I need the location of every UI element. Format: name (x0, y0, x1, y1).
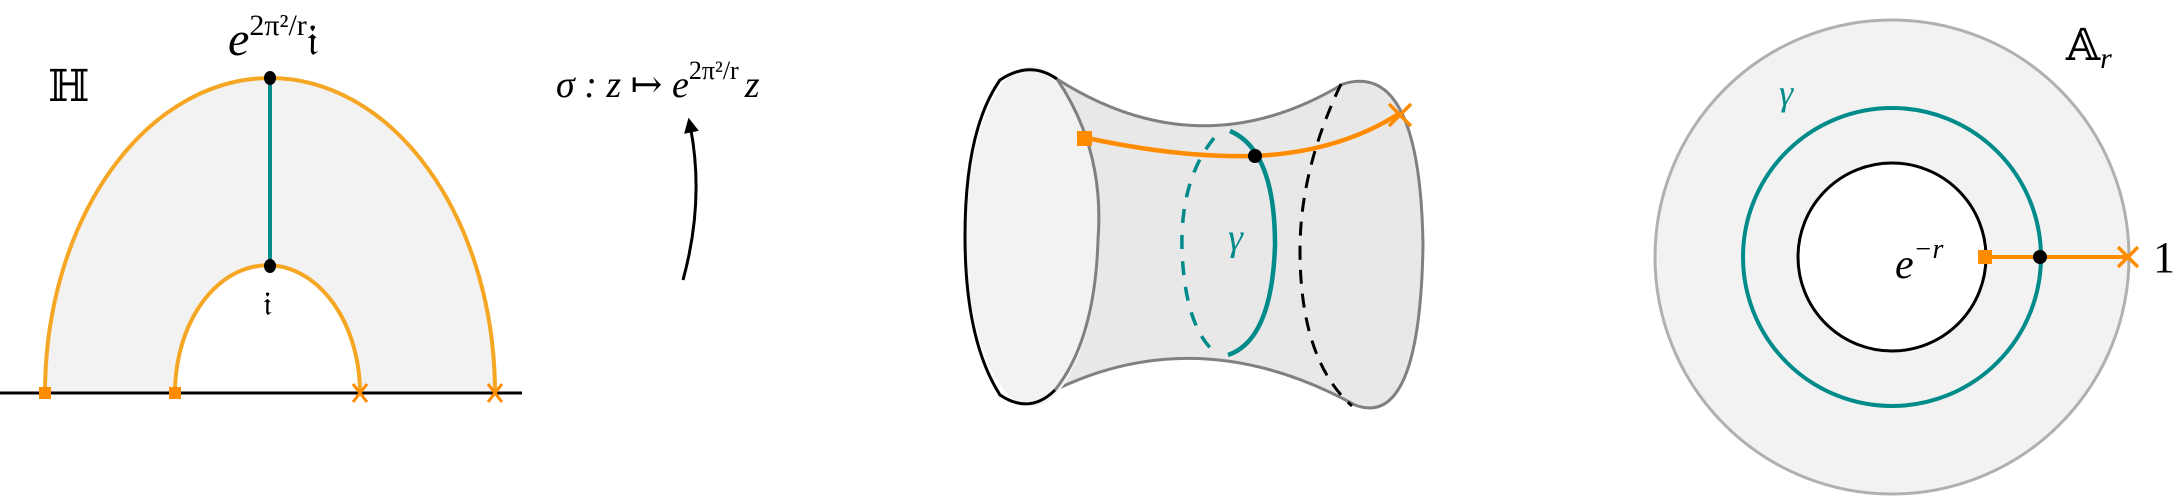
inner-circle (1796, 161, 1988, 353)
square-marker (1978, 250, 1992, 264)
left-end-outline (963, 68, 1058, 406)
left-end-front-edge (1053, 78, 1101, 391)
square-marker (1077, 131, 1092, 146)
annulus-label: 𝔸r (2065, 20, 2112, 75)
gamma-back-dashed (1180, 136, 1220, 357)
square-marker (169, 387, 181, 399)
cross-marker (351, 383, 369, 403)
gamma-label: γ (1779, 73, 1794, 113)
bottom-point (264, 259, 276, 273)
outer-radius-label: 1 (2153, 233, 2175, 282)
square-marker (39, 387, 51, 399)
cross-marker (1387, 102, 1413, 128)
top-point (264, 71, 276, 85)
intersection-point (1248, 149, 1262, 163)
annulus-panel: 𝔸r γ e−r 1 (1653, 18, 2175, 496)
cylinder-panel: γ (963, 66, 1425, 410)
gamma-label: γ (1228, 217, 1244, 259)
inner-radius-label: e−r (1895, 234, 1944, 288)
half-plane-label: ℍ (48, 61, 90, 112)
top-point-label: e2π²/r𝔦 (228, 9, 318, 66)
left-end-fill (966, 66, 1098, 406)
cylinder-body (1053, 76, 1425, 410)
back-circle-dashed (1298, 83, 1353, 408)
cross-marker (486, 383, 504, 403)
cross-marker (2116, 245, 2140, 269)
intersection-point (2033, 250, 2047, 264)
bottom-point-label: 𝔦 (263, 286, 272, 323)
rotation-arrow (681, 117, 699, 281)
